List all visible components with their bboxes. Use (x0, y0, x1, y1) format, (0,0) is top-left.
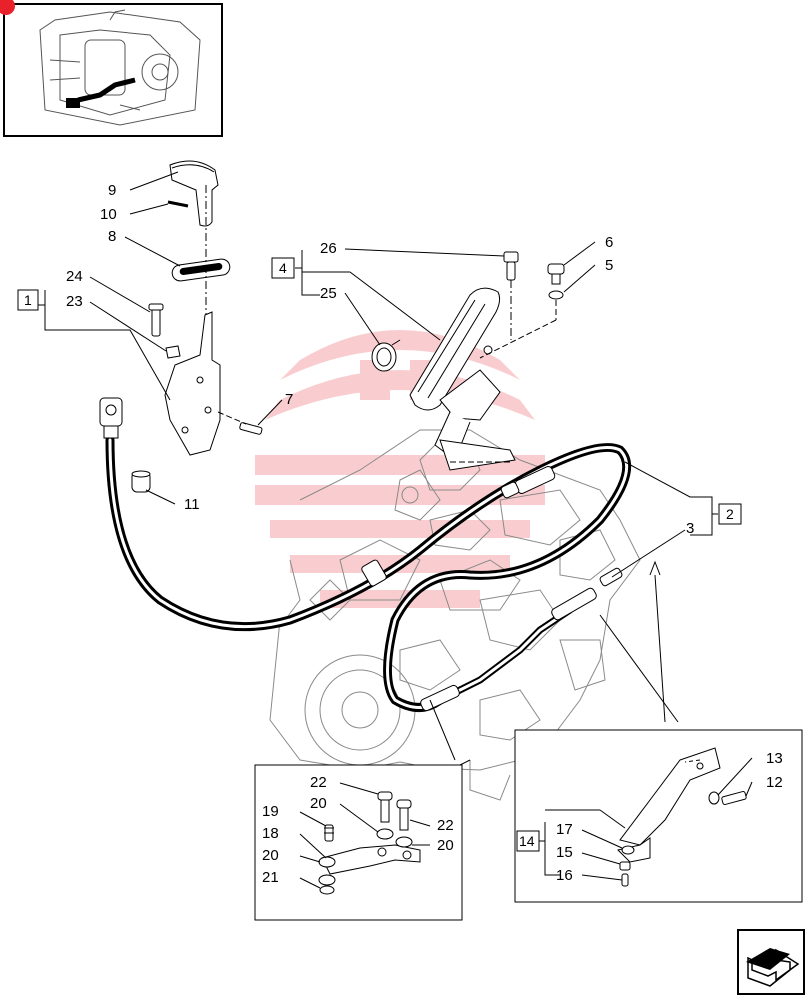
screw-12 (721, 790, 747, 806)
pedal-spring-25 (371, 339, 401, 372)
group-label-4: 4 (271, 257, 295, 279)
bracket-axis (684, 759, 701, 763)
group-label-14: 14 (516, 830, 540, 852)
bolt-7 (239, 422, 263, 435)
callout-11: 11 (184, 496, 200, 513)
group-label-1: 1 (17, 289, 39, 311)
cable-fittings (361, 466, 556, 587)
callout-22-top: 22 (310, 774, 327, 791)
throttle-cable-long (105, 435, 632, 712)
leader-lines (38, 171, 753, 889)
callout-17: 17 (556, 821, 573, 838)
accelerator-pedal (409, 287, 516, 471)
group-label-2: 2 (718, 503, 742, 525)
svg-text:4: 4 (279, 260, 287, 276)
pedal-axis-a (479, 319, 557, 359)
callout-16: 16 (556, 867, 573, 884)
rubber-gaiter (171, 258, 231, 282)
callout-20-right: 20 (437, 837, 454, 854)
stud-19 (324, 824, 334, 842)
callout-20-left: 20 (262, 847, 279, 864)
washer-5 (548, 290, 564, 300)
callout-26: 26 (320, 240, 337, 257)
callout-25: 25 (320, 285, 337, 302)
bracket-14 (617, 747, 721, 863)
bolts-22 (377, 791, 412, 831)
callout-12: 12 (766, 774, 783, 791)
callout-22-right: 22 (437, 817, 454, 834)
callout-8: 8 (108, 228, 116, 245)
lever-bracket (164, 311, 221, 456)
next-page-arrow-icon[interactable] (737, 929, 805, 995)
callout-23: 23 (66, 293, 83, 310)
bracket-18 (321, 844, 421, 875)
svg-text:1: 1 (24, 292, 32, 308)
callout-3: 3 (686, 520, 694, 537)
cable-end-eye (99, 397, 123, 439)
svg-text:2: 2 (726, 506, 734, 522)
clip-17-15-16 (619, 845, 635, 887)
bracket-screw-24 (148, 303, 164, 337)
callout-18: 18 (262, 825, 279, 842)
inset-pointer-arrows (429, 560, 679, 761)
hand-throttle-knob (169, 160, 219, 227)
callout-15: 15 (556, 844, 573, 861)
nut-21 (319, 885, 335, 895)
callout-13: 13 (766, 750, 783, 767)
washers-20-upper (376, 828, 413, 848)
inset-panel-left (254, 759, 471, 921)
tractor-location-thumbnail (0, 0, 223, 137)
callout-labels: 9 10 8 24 23 26 25 6 5 7 11 3 22 20 22 1… (66, 182, 783, 886)
throttle-cable-short (420, 567, 623, 712)
washer-20-lower (318, 856, 336, 886)
bracket-washer-23 (165, 345, 181, 359)
callout-10: 10 (100, 206, 117, 223)
callout-24: 24 (66, 268, 83, 285)
knob-screw (167, 200, 189, 208)
pedal-bolt-6 (547, 263, 565, 285)
callout-21: 21 (262, 869, 279, 886)
bolt-7-axis (217, 411, 247, 425)
callout-5: 5 (605, 257, 613, 274)
rubber-pad-11 (131, 470, 151, 493)
callout-19: 19 (262, 803, 279, 820)
callout-9: 9 (108, 182, 116, 199)
svg-text:14: 14 (519, 833, 535, 849)
washer-13 (708, 791, 720, 805)
callout-6: 6 (605, 234, 613, 251)
pedal-bolt-26 (503, 251, 519, 281)
callout-7: 7 (285, 391, 293, 408)
callout-20-top: 20 (310, 795, 327, 812)
